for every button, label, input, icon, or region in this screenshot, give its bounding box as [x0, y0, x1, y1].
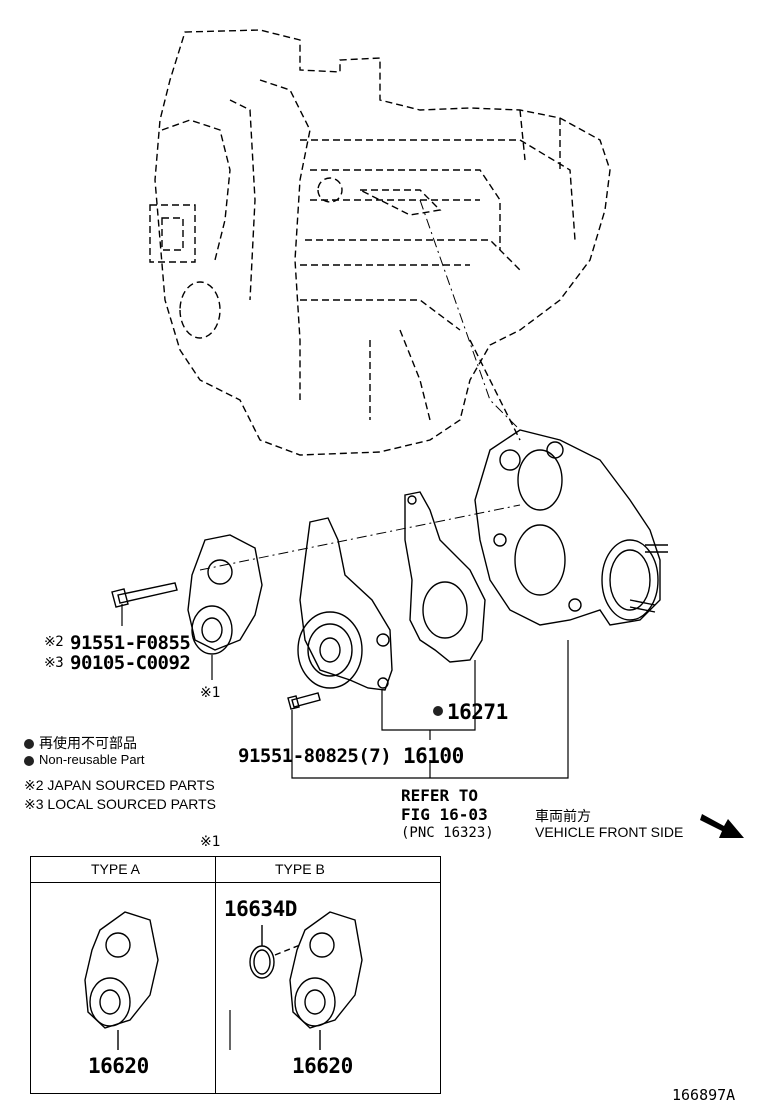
type-comparison-box: TYPE A TYPE B — [30, 856, 441, 1094]
gasket-drawing — [404, 491, 486, 663]
legend-jp-nonreusable: 再使用不可部品 — [24, 733, 137, 753]
vehicle-front-jp: 車両前方 — [535, 808, 591, 824]
type-b-tensioner-drawing — [249, 911, 363, 1050]
type-divider — [215, 857, 216, 1093]
part-number-16634D[interactable]: 16634D — [224, 897, 297, 921]
part-number-16620-type-b[interactable]: 16620 — [292, 1054, 353, 1078]
type-a-tensioner-drawing — [84, 911, 159, 1050]
part-number-90105-C0092[interactable]: 90105-C0092 — [70, 652, 191, 674]
type-b-heading: TYPE B — [275, 861, 325, 877]
refer-line-3: (PNC 16323) — [401, 825, 494, 841]
vehicle-front-en: VEHICLE FRONT SIDE — [535, 824, 684, 840]
type-a-heading: TYPE A — [91, 861, 141, 877]
water-pump-drawing — [474, 429, 668, 626]
non-reusable-dot-icon — [24, 739, 34, 750]
legend-en-nonreusable: Non-reusable Part — [24, 752, 145, 767]
refer-line-1: REFER TO — [401, 786, 479, 805]
part-number-16620-type-a[interactable]: 16620 — [88, 1054, 149, 1078]
legend-japan-sourced: ※2 JAPAN SOURCED PARTS — [24, 777, 215, 793]
legend-jp-text: 再使用不可部品 — [39, 735, 137, 751]
engine-block-outline — [149, 29, 611, 456]
mark-3-label: ※3 — [44, 655, 64, 671]
part-number-16271[interactable]: 16271 — [447, 700, 508, 724]
mark-1-label: ※1 — [200, 685, 221, 701]
typebox-title-mark: ※1 — [200, 834, 221, 850]
part-number-91551-80825[interactable]: 91551-80825(7) — [238, 745, 392, 767]
legend-local-sourced: ※3 LOCAL SOURCED PARTS — [24, 796, 216, 812]
type-header-row: TYPE A TYPE B — [31, 857, 440, 883]
part-number-91551-F0855[interactable]: 91551-F0855 — [70, 632, 191, 654]
legend-en-text: Non-reusable Part — [39, 752, 145, 767]
tensioner-drawing — [187, 534, 263, 655]
figure-id: 166897A — [672, 1086, 736, 1104]
mark-2-label: ※2 — [44, 634, 64, 650]
refer-line-2[interactable]: FIG 16-03 — [401, 805, 488, 824]
non-reusable-dot-icon — [433, 706, 443, 716]
part-number-16100[interactable]: 16100 — [403, 744, 464, 768]
vehicle-front-arrow-icon — [700, 814, 744, 838]
non-reusable-dot-icon — [24, 755, 34, 766]
idler-pulley-drawing — [297, 517, 393, 691]
bolt-drawing — [111, 582, 321, 710]
